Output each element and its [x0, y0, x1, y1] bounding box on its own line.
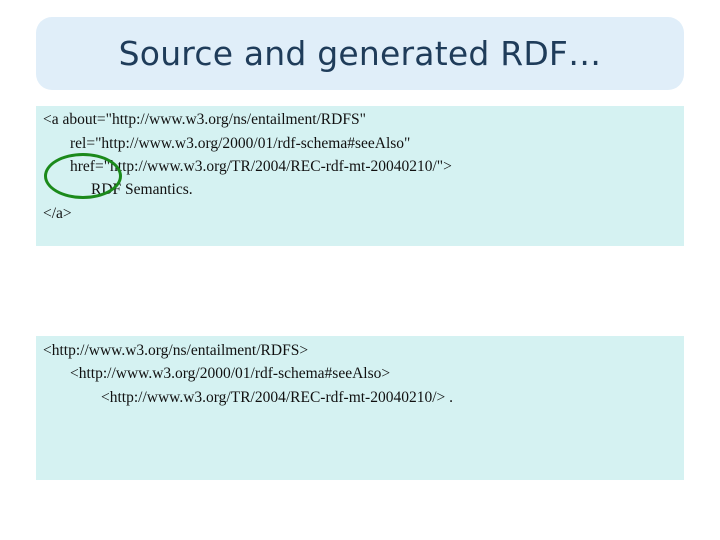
source-line-4: RDF Semantics.: [91, 181, 193, 198]
generated-rdf-block: [36, 336, 684, 480]
source-line-1: <a about="http://www.w3.org/ns/entailmen…: [43, 111, 366, 128]
rdf-line-subject: <http://www.w3.org/ns/entailment/RDFS>: [43, 342, 309, 359]
title-box: Source and generated RDF…: [36, 17, 684, 90]
slide-title: Source and generated RDF…: [118, 34, 602, 73]
rdf-line-predicate: <http://www.w3.org/2000/01/rdf-schema#se…: [70, 365, 391, 382]
source-line-5: </a>: [43, 205, 72, 222]
source-code-block: [36, 106, 684, 246]
source-line-3: href="http://www.w3.org/TR/2004/REC-rdf-…: [70, 158, 452, 175]
source-line-2: rel="http://www.w3.org/2000/01/rdf-schem…: [70, 135, 411, 152]
rdf-line-object: <http://www.w3.org/TR/2004/REC-rdf-mt-20…: [101, 389, 454, 406]
